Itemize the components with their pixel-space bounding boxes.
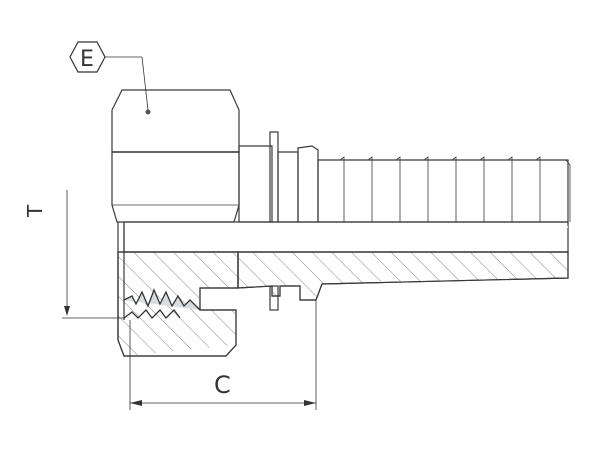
nipple-section bbox=[237, 251, 569, 311]
nut-top-face bbox=[111, 89, 240, 153]
nut-middle-face bbox=[111, 151, 240, 223]
hex-nut bbox=[111, 89, 240, 223]
dimension-t: T bbox=[23, 190, 124, 319]
dimension-c-label: C bbox=[214, 371, 231, 399]
dimension-c: C bbox=[129, 300, 317, 410]
thread-profile bbox=[123, 288, 201, 319]
barbed-tail bbox=[317, 159, 569, 223]
nipple-body bbox=[238, 131, 571, 223]
barb-rings bbox=[339, 156, 571, 222]
nut-face-marker bbox=[145, 109, 151, 115]
callout-e-label: E bbox=[80, 47, 94, 72]
callout-e: E bbox=[69, 41, 149, 111]
dimension-t-label: T bbox=[23, 204, 47, 218]
